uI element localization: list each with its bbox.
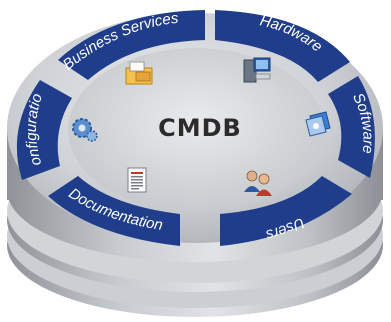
- software-box-icon[interactable]: [305, 111, 331, 137]
- center-title: CMDB: [158, 114, 242, 142]
- folder-box-icon[interactable]: [125, 61, 153, 85]
- segment-hardware[interactable]: [215, 10, 350, 82]
- segment-business-services[interactable]: [58, 10, 205, 80]
- gears-icon[interactable]: [72, 118, 98, 142]
- segment-software[interactable]: [328, 76, 375, 178]
- segment-configuration[interactable]: [16, 80, 72, 180]
- segment-documentation[interactable]: [48, 176, 180, 246]
- ring-segments: [16, 10, 375, 246]
- document-icon[interactable]: [127, 167, 147, 193]
- users-icon[interactable]: [244, 170, 272, 196]
- segment-users[interactable]: [220, 176, 352, 246]
- computer-icon[interactable]: [243, 57, 271, 83]
